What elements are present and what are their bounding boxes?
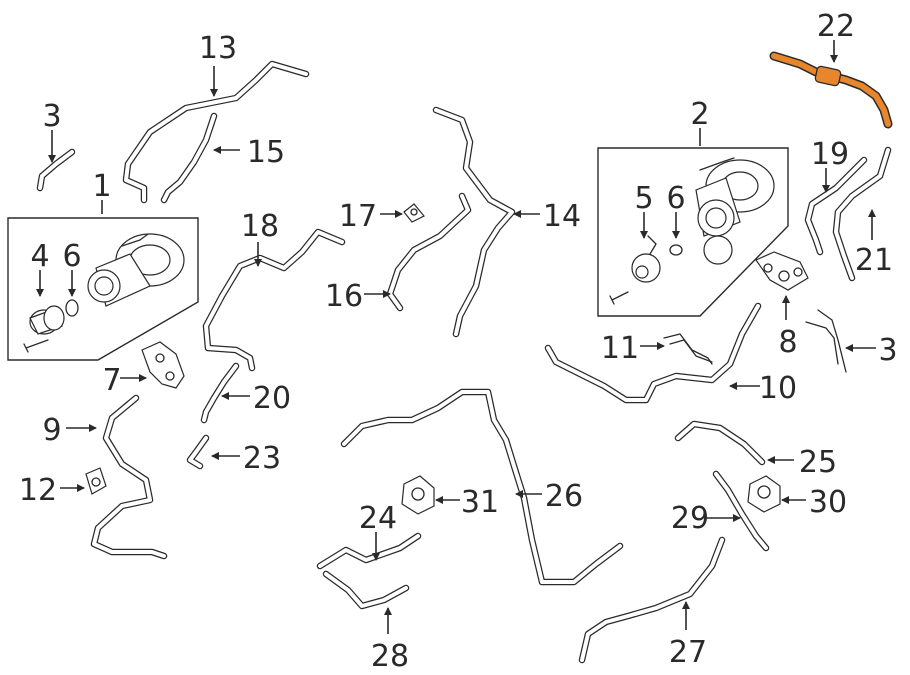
part-12-sensor[interactable] — [85, 467, 107, 495]
callout-23: 23 — [243, 441, 281, 476]
turbo-body-left — [87, 233, 185, 307]
part-30-valve[interactable] — [747, 475, 781, 513]
callout-7: 7 — [102, 363, 121, 398]
part-29-hose[interactable] — [712, 470, 770, 552]
part-3-clip-left[interactable] — [36, 148, 76, 192]
callout-8: 8 — [778, 325, 797, 360]
part-28-line[interactable] — [322, 570, 410, 610]
part-17-bracket[interactable] — [403, 203, 425, 223]
callout-30: 30 — [809, 485, 847, 520]
part-25-hose[interactable] — [674, 420, 766, 466]
part-6-gasket-right — [669, 244, 683, 256]
part-9-line[interactable] — [90, 394, 168, 560]
part-15-line[interactable] — [160, 112, 218, 204]
callout-12: 12 — [19, 473, 57, 508]
callout-18: 18 — [241, 209, 279, 244]
part-18-line[interactable] — [202, 228, 346, 372]
callout-28: 28 — [371, 639, 409, 674]
callout-3-left: 3 — [42, 99, 61, 134]
callout-20: 20 — [253, 381, 291, 416]
part-19-line[interactable] — [804, 156, 868, 256]
part-11-fitting[interactable] — [663, 333, 713, 365]
callout-31: 31 — [461, 485, 499, 520]
callout-13: 13 — [199, 31, 237, 66]
part-22-highlighted-hose[interactable] — [769, 51, 893, 129]
callout-15: 15 — [247, 135, 285, 170]
part-23-hose[interactable] — [186, 434, 210, 470]
turbo-body-right — [695, 157, 775, 265]
part-21-line[interactable] — [832, 146, 892, 282]
callout-11: 11 — [601, 331, 639, 366]
callout-29: 29 — [671, 501, 709, 536]
part-8-bracket[interactable] — [755, 251, 809, 291]
callout-2: 2 — [690, 97, 709, 132]
part-4-adapter — [29, 305, 65, 335]
callout-6-right: 6 — [666, 181, 685, 216]
part-6-gasket — [65, 299, 79, 317]
callout-24: 24 — [359, 501, 397, 536]
part-31-valve[interactable] — [401, 475, 435, 515]
callout-19: 19 — [811, 137, 849, 172]
callout-16: 16 — [325, 279, 363, 314]
part-7-bracket[interactable] — [141, 341, 185, 389]
bolt-right — [609, 291, 629, 305]
callout-4: 4 — [30, 239, 49, 274]
callout-25: 25 — [799, 445, 837, 480]
callout-6-left: 6 — [62, 239, 81, 274]
part-10-line[interactable] — [544, 302, 762, 404]
callout-17: 17 — [339, 199, 377, 234]
callout-10: 10 — [759, 371, 797, 406]
part-2-turbo-assembly-box[interactable] — [597, 147, 789, 317]
part-1-turbo-assembly-box[interactable] — [7, 217, 199, 361]
part-5-sensor — [631, 235, 661, 283]
callout-21: 21 — [855, 243, 893, 278]
callout-3-right: 3 — [878, 333, 897, 368]
callout-27: 27 — [669, 635, 707, 670]
callout-5: 5 — [634, 181, 653, 216]
part-20-hose[interactable] — [200, 362, 240, 424]
callout-22: 22 — [817, 9, 855, 44]
part-26-line[interactable] — [340, 388, 624, 586]
callout-14: 14 — [543, 199, 581, 234]
bolt-left — [23, 339, 49, 353]
callout-26: 26 — [545, 479, 583, 514]
part-16-line[interactable] — [386, 192, 472, 312]
part-3-clip-right[interactable] — [805, 309, 847, 373]
part-27-line[interactable] — [578, 536, 726, 664]
part-13-line[interactable] — [122, 60, 310, 204]
part-14-line[interactable] — [432, 106, 516, 338]
callout-9: 9 — [42, 413, 61, 448]
callout-1: 1 — [92, 169, 111, 204]
part-24-hose[interactable] — [316, 532, 422, 570]
